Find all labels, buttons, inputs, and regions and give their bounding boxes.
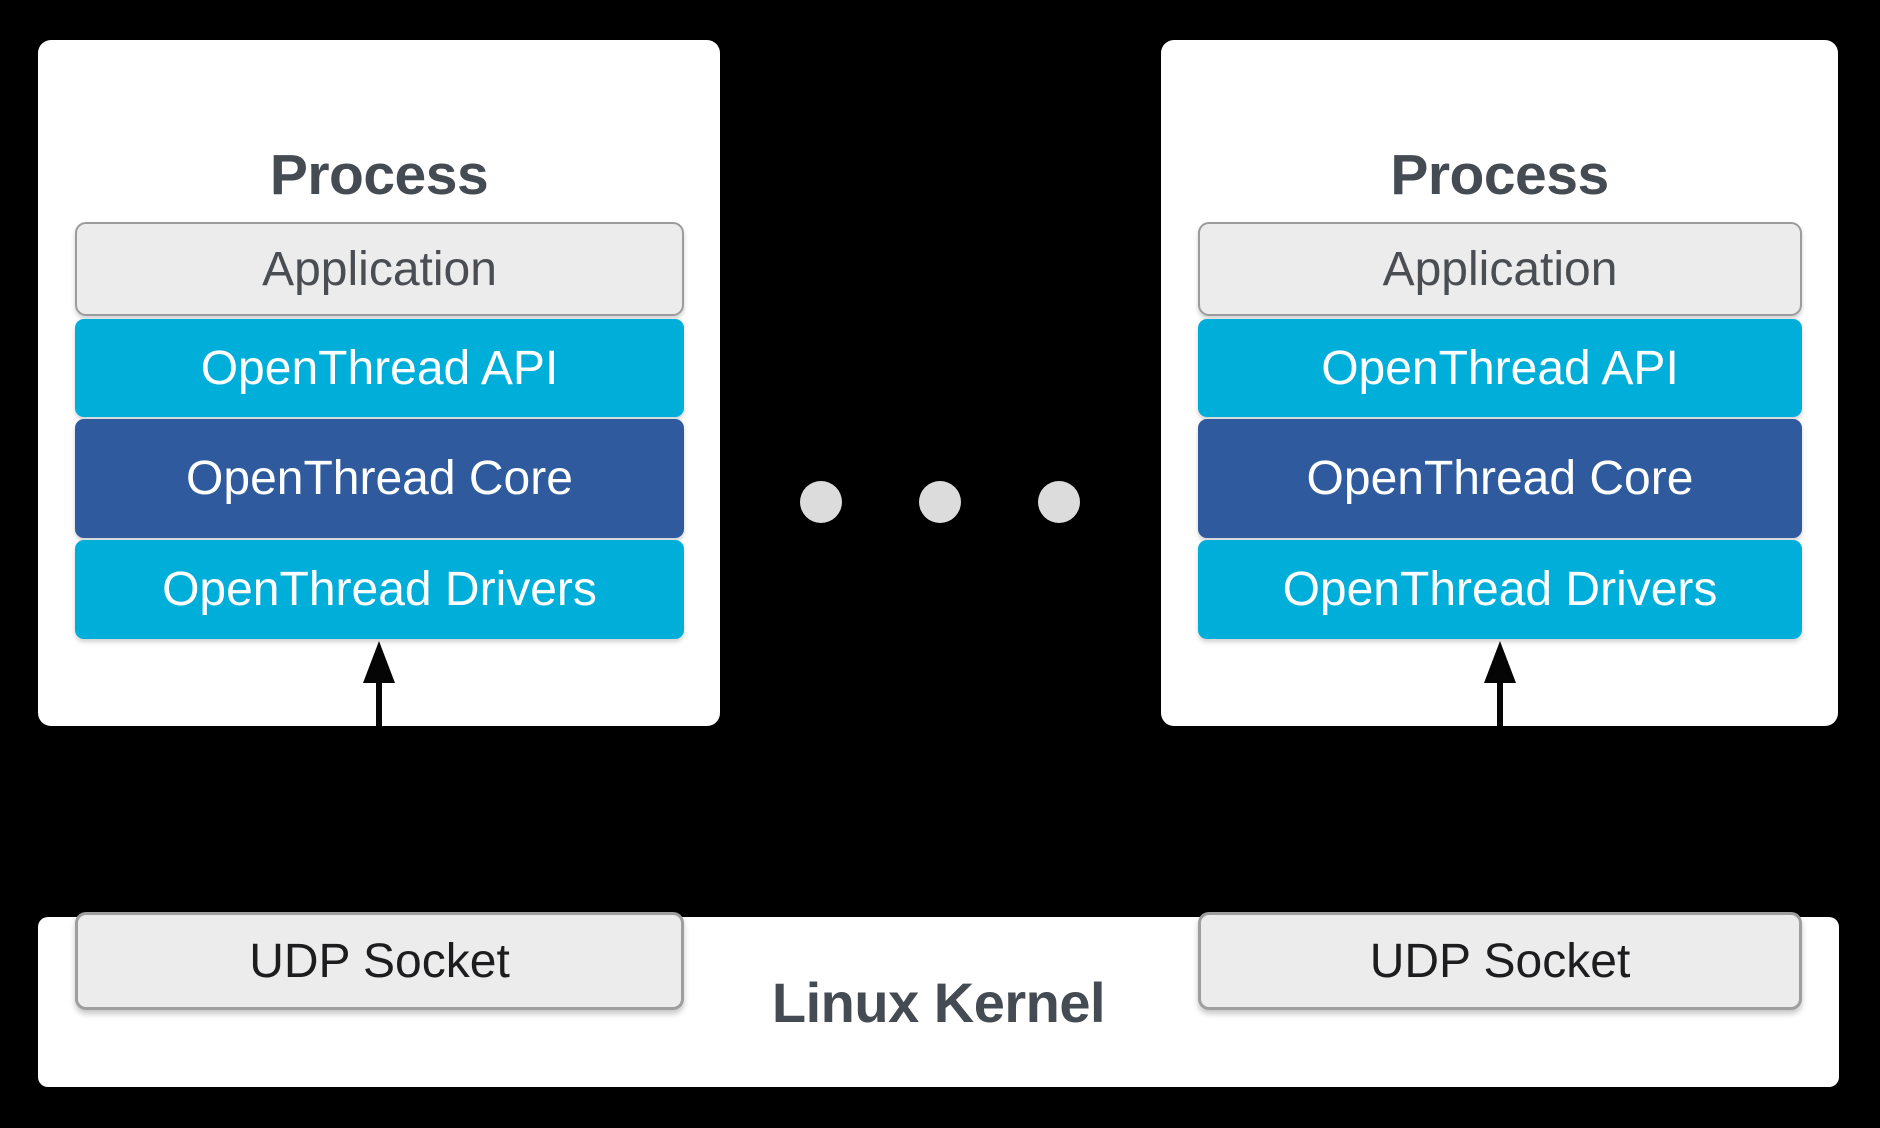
layer-openthread-core: OpenThread Core <box>1198 419 1802 538</box>
layer-application: Application <box>75 222 684 316</box>
layer-openthread-core: OpenThread Core <box>75 419 684 538</box>
arrow-head <box>363 641 395 683</box>
layer-application: Application <box>1198 222 1802 316</box>
process-title: Process <box>1390 143 1609 207</box>
layer-openthread-drivers: OpenThread Drivers <box>75 540 684 639</box>
udp-socket-box-left: UDP Socket <box>75 912 684 1010</box>
up-arrow-icon <box>363 641 395 726</box>
layer-openthread-api: OpenThread API <box>75 319 684 417</box>
up-arrow-icon <box>1483 641 1516 726</box>
arrow-head <box>1483 641 1516 683</box>
layer-openthread-drivers: OpenThread Drivers <box>1198 540 1802 639</box>
ellipsis-dot <box>800 481 842 523</box>
process-card-left: Process Application OpenThread API OpenT… <box>38 40 720 726</box>
arrow-shaft <box>1496 681 1503 726</box>
ellipsis-dot <box>1038 481 1080 523</box>
layer-openthread-api: OpenThread API <box>1198 319 1802 417</box>
ellipsis-dot <box>919 481 961 523</box>
udp-socket-box-right: UDP Socket <box>1198 912 1802 1010</box>
process-card-right: Process Application OpenThread API OpenT… <box>1161 40 1838 726</box>
arrow-shaft <box>376 681 382 726</box>
process-title: Process <box>269 143 489 207</box>
linux-kernel-label: Linux Kernel <box>771 970 1106 1034</box>
